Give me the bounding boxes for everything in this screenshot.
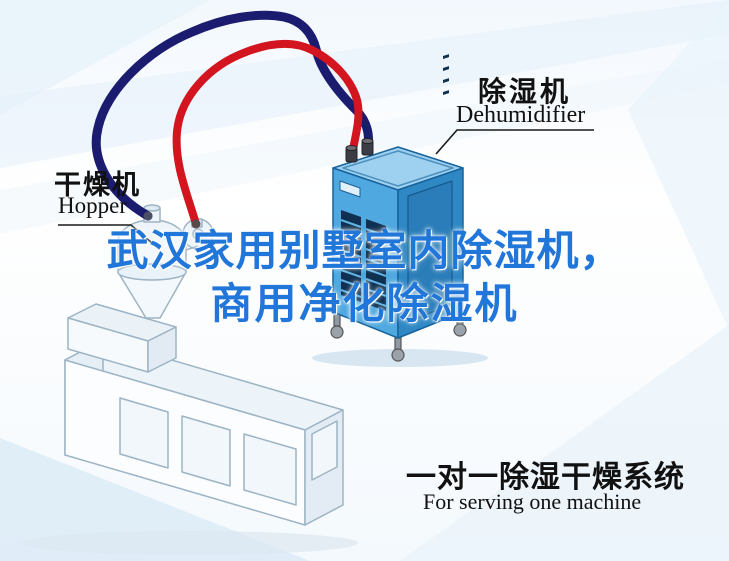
bg-band-diagonal-1 bbox=[0, 0, 729, 168]
caster-wheel-front bbox=[391, 348, 405, 362]
main-title-line2: 商用净化除湿机 bbox=[210, 280, 519, 328]
machine-panel-2 bbox=[181, 415, 231, 487]
main-title: 武汉家用别墅室内除湿机， 商用净化除湿机 bbox=[0, 227, 729, 328]
hose-flange-navy bbox=[143, 211, 153, 221]
hopper-illustration bbox=[117, 204, 214, 319]
hose-connectors bbox=[345, 138, 374, 163]
pipe-navy bbox=[91, 10, 373, 221]
deh-control-panel bbox=[339, 180, 361, 198]
vent-grille-left bbox=[340, 210, 362, 302]
hopper-label-en: Hopper bbox=[58, 193, 127, 218]
hoses bbox=[91, 10, 373, 229]
hose-flange-red bbox=[191, 219, 201, 229]
deh-side-door bbox=[407, 180, 453, 323]
machine-side-panel bbox=[311, 420, 338, 481]
dehumidifier-label-en: Dehumidifier bbox=[456, 102, 586, 128]
machine-panel-3 bbox=[243, 433, 297, 506]
leader-line-dehumidifier bbox=[435, 129, 594, 155]
pipe-red bbox=[172, 39, 363, 228]
hopper-label-zh: 干燥机 bbox=[54, 170, 141, 200]
deh-door-slots bbox=[443, 54, 449, 96]
machine-shadow bbox=[22, 531, 358, 555]
caster-wheel-left bbox=[330, 325, 344, 339]
leader-lines bbox=[58, 129, 594, 250]
bg-band-bottomright bbox=[400, 325, 729, 561]
dehumidifier-label-zh: 除湿机 bbox=[478, 76, 572, 107]
caption-en: For serving one machine bbox=[423, 489, 642, 514]
dehumidifier-illustration bbox=[312, 54, 488, 367]
bg-band-bottomleft bbox=[0, 438, 310, 561]
caster-wheel-right bbox=[453, 323, 467, 337]
caster-wheels bbox=[330, 311, 467, 362]
bg-band-topleft bbox=[0, 0, 210, 115]
extruder-machine bbox=[22, 303, 358, 555]
caption-zh: 一对一除湿干燥系统 bbox=[406, 461, 685, 494]
leader-line-hopper bbox=[58, 224, 160, 250]
vent-grille-right bbox=[365, 219, 387, 311]
machine-panel-1 bbox=[119, 397, 169, 469]
bg-band-right bbox=[628, 0, 729, 330]
main-title-line1: 武汉家用别墅室内除湿机， bbox=[106, 227, 623, 274]
